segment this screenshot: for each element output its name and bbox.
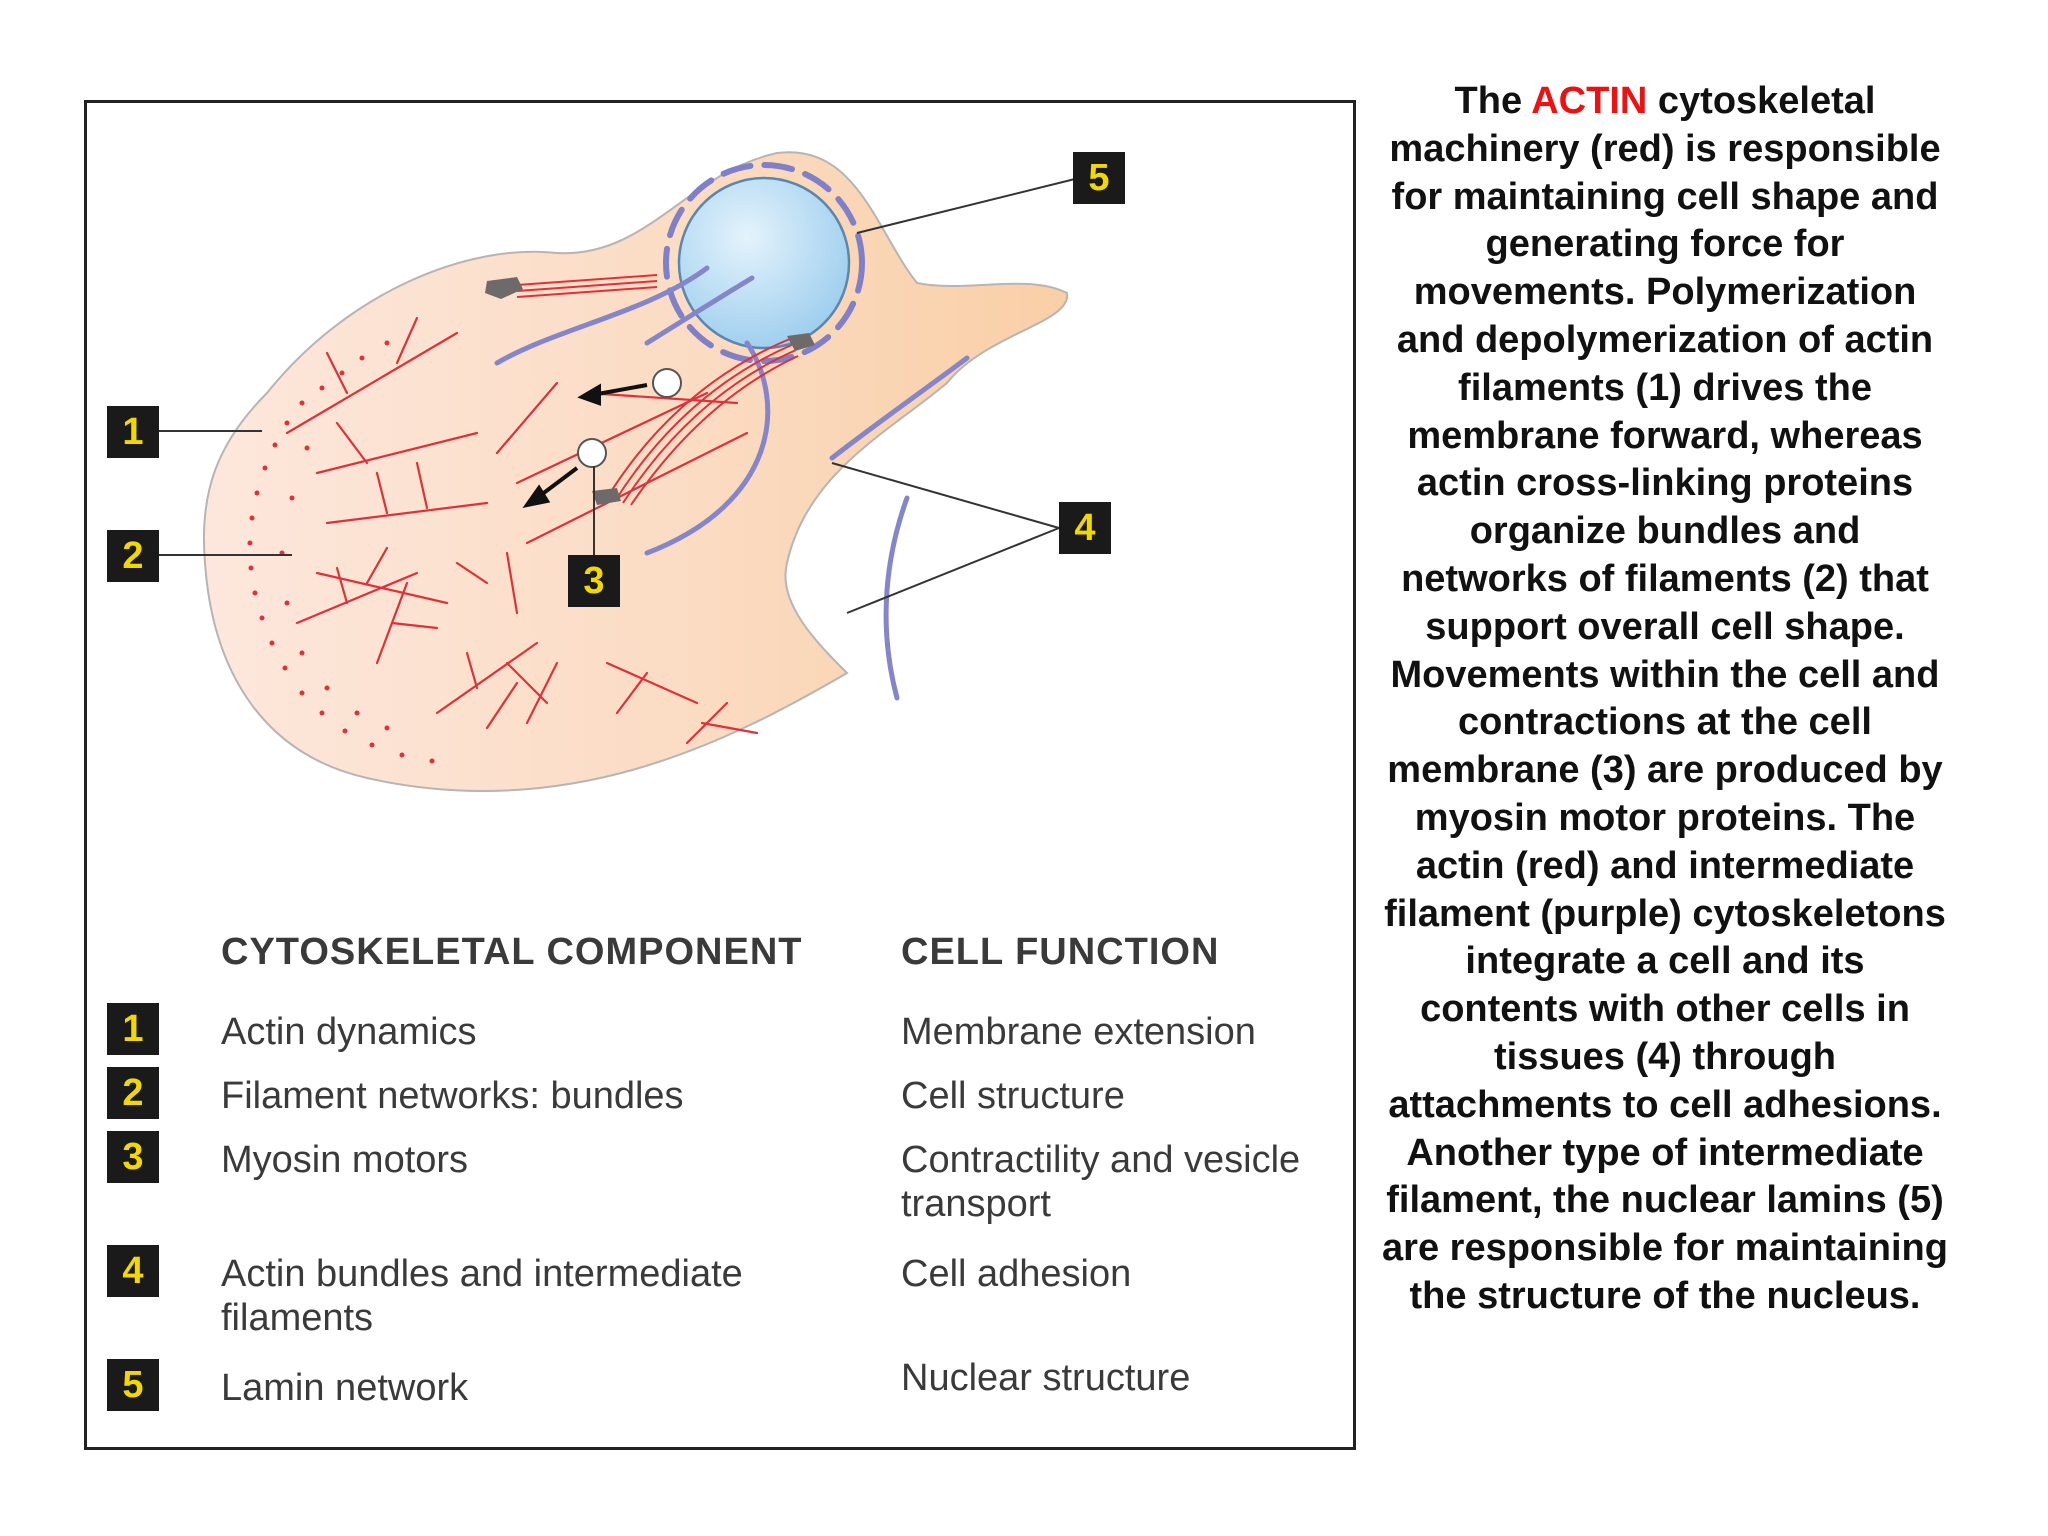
- adhesion-plaques: [485, 277, 815, 505]
- row-3-component: Myosin motors: [221, 1139, 469, 1181]
- caption-body: cytoskeletal machinery (red) is responsi…: [1382, 80, 1948, 1317]
- row-3-number: 3: [107, 1131, 159, 1183]
- callout-5-label: 5: [1073, 152, 1125, 204]
- row-1-component: Actin dynamics: [221, 1011, 477, 1053]
- row-5-number: 5: [107, 1359, 159, 1411]
- caption-accent-word: ACTIN: [1531, 80, 1648, 122]
- nucleus: [677, 176, 851, 350]
- callout-1-label: 1: [107, 406, 159, 458]
- row-2-number: 2: [107, 1067, 159, 1119]
- cortical-actin-dots: [247, 340, 435, 764]
- row-1-function: Membrane extension: [901, 1011, 1256, 1053]
- row-5-component: Lamin network: [221, 1367, 469, 1409]
- row-3-function: Contractility and vesicle transport: [901, 1139, 1301, 1225]
- myosin-vesicles: [577, 368, 682, 468]
- row-4-component: Actin bundles and intermediate filaments: [221, 1253, 743, 1339]
- caption-text: The ACTIN cytoskeletal machinery (red) i…: [1382, 78, 1948, 1321]
- figure-panel: 1 2 3 4 5 CYTOSKELETAL COMPONENT CELL FU…: [84, 100, 1356, 1450]
- movement-arrows: [522, 383, 648, 508]
- leader-lines: [147, 177, 1080, 614]
- actin-bundles: [516, 274, 799, 506]
- callout-3-label: 3: [568, 555, 620, 607]
- row-1-number: 1: [107, 1003, 159, 1055]
- actin-network: [285, 316, 759, 745]
- row-2-component: Filament networks: bundles: [221, 1075, 684, 1117]
- header-cytoskeletal-component: CYTOSKELETAL COMPONENT: [221, 931, 803, 973]
- row-4-number: 4: [107, 1245, 159, 1297]
- row-2-function: Cell structure: [901, 1075, 1125, 1117]
- callout-2-label: 2: [107, 530, 159, 582]
- callout-4-label: 4: [1059, 502, 1111, 554]
- row-4-function: Cell adhesion: [901, 1253, 1132, 1295]
- header-cell-function: CELL FUNCTION: [901, 931, 1220, 973]
- caption-lead: The: [1454, 80, 1532, 122]
- nuclear-lamina: [663, 162, 865, 364]
- cell-diagram: [147, 151, 1080, 793]
- row-5-function: Nuclear structure: [901, 1357, 1191, 1399]
